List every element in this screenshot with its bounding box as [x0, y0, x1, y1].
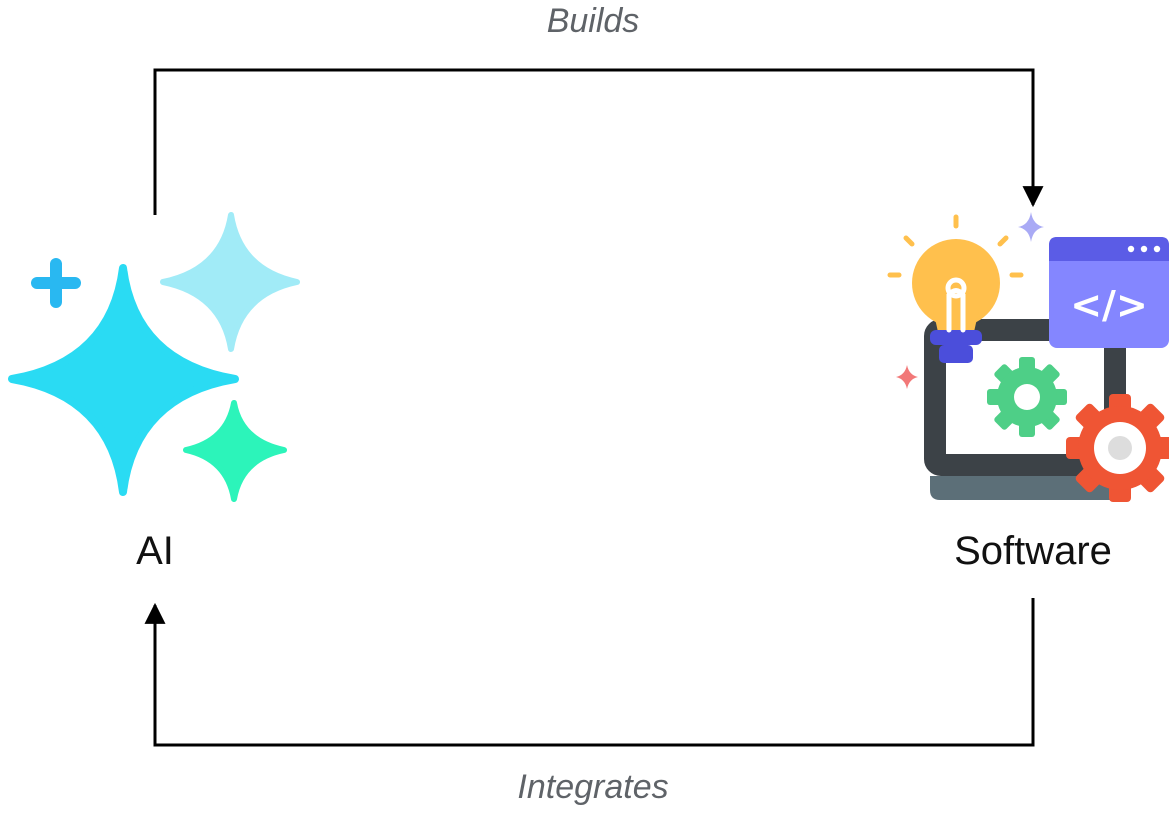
sparkle-icon: [896, 365, 918, 389]
code-symbol: </>: [1070, 283, 1148, 327]
builds-arrow: [153, 68, 1044, 215]
code-window-icon: </>: [1049, 237, 1169, 348]
lightbulb-icon: [887, 214, 1024, 363]
software-node-label: Software: [954, 529, 1112, 573]
builds-label: Builds: [546, 2, 640, 40]
integrates-label: Integrates: [517, 768, 669, 806]
integrates-arrow: [144, 598, 1035, 747]
sparkles-icon: [8, 212, 300, 502]
gear-icon: [987, 357, 1067, 437]
software-development-icon: </>: [887, 212, 1169, 502]
sparkle-icon: [1018, 212, 1044, 242]
gear-icon: [1066, 394, 1169, 502]
ai-node-label: AI: [136, 529, 174, 573]
